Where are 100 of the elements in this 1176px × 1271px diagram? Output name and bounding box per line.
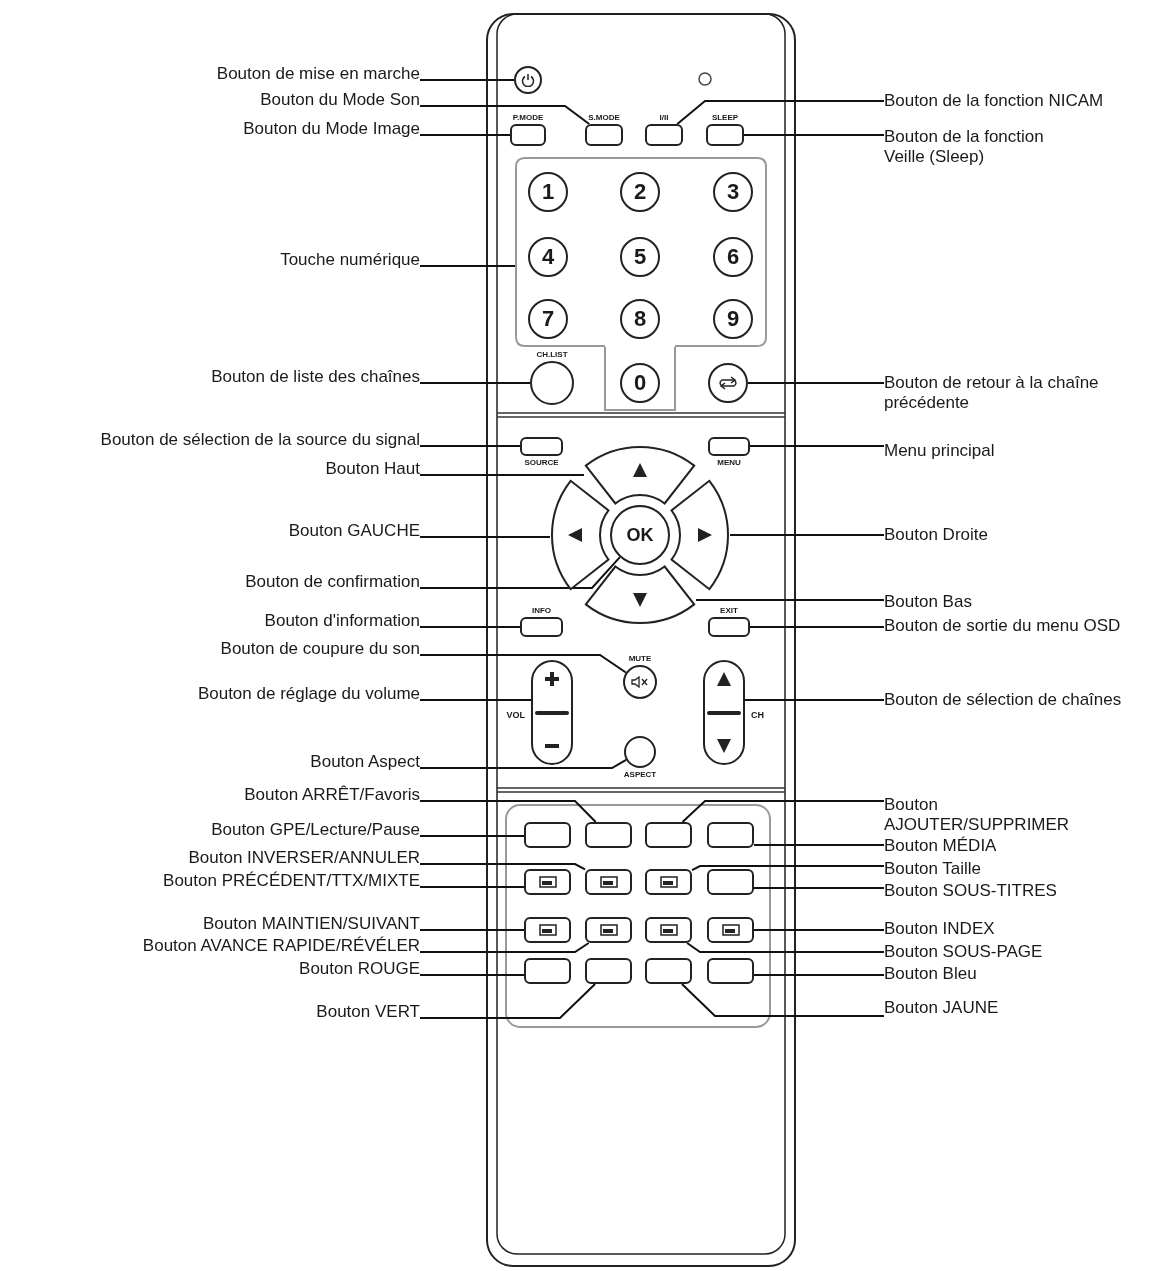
callout-label: Bouton ROUGE <box>299 959 420 979</box>
key-button <box>707 958 754 984</box>
leader-line <box>419 863 586 871</box>
button-label: VOL <box>506 709 525 720</box>
button-label: ASPECT <box>623 770 657 779</box>
leader-line <box>419 654 627 674</box>
button-label: INFO <box>531 606 552 615</box>
key-button <box>707 869 754 895</box>
leader-line <box>419 699 532 701</box>
direction-button <box>670 479 730 591</box>
callout-label: Bouton de liste des chaînes <box>211 367 420 387</box>
direction-button <box>584 565 696 625</box>
leader-line <box>753 887 885 889</box>
leader-line <box>753 929 885 931</box>
leader-line <box>680 983 885 1017</box>
callout-label: Bouton Taille <box>884 859 982 879</box>
leader-line <box>747 382 885 384</box>
leader-line <box>744 699 885 701</box>
callout-label: Bouton PRÉCÉDENT/TTX/MIXTE <box>163 871 420 891</box>
callout-label: Bouton VERT <box>316 1002 420 1022</box>
callout-label: Bouton de retour à la chaîne précédente <box>884 373 1144 413</box>
button-label: MENU <box>717 458 741 467</box>
key-button <box>645 822 692 848</box>
leader-line <box>749 445 885 447</box>
leader-line <box>419 886 525 888</box>
callout-label: Bouton MAINTIEN/SUIVANT <box>203 914 420 934</box>
key-button <box>645 917 692 943</box>
button-label: SOURCE <box>524 458 559 467</box>
callout-label: Bouton de réglage du volume <box>197 684 420 704</box>
leader-line <box>695 599 885 601</box>
callout-label: Bouton du Mode Image <box>243 119 420 139</box>
button-label: CH <box>751 709 764 720</box>
leader-line <box>729 534 885 536</box>
leader-line <box>419 265 516 267</box>
callout-label: Bouton de la fonction NICAM <box>884 91 1104 111</box>
button-label: CH.LIST <box>536 350 568 359</box>
leader-line <box>419 105 591 125</box>
leader-line <box>419 474 585 476</box>
key-button <box>524 822 571 848</box>
callout-label: Menu principal <box>884 441 995 461</box>
key-button <box>707 917 754 943</box>
callout-label: Bouton SOUS-PAGE <box>884 942 1043 962</box>
button-label: EXIT <box>720 606 738 615</box>
leader-line <box>419 445 521 447</box>
callout-label: Bouton AJOUTER/SUPPRIMER <box>884 795 1109 835</box>
key-button <box>524 958 571 984</box>
callout-label: Bouton de mise en marche <box>216 64 420 84</box>
callout-label: Bouton SOUS-TITRES <box>884 881 1057 901</box>
leader-line <box>419 800 597 823</box>
callout-label: Touche numérique <box>280 250 420 270</box>
callout-label: Bouton de sélection de chaînes <box>884 690 1122 710</box>
leader-line <box>419 626 521 628</box>
callout-label: Bouton de coupure du son <box>220 639 420 659</box>
key-button <box>585 822 632 848</box>
key-button <box>524 869 571 895</box>
callout-label: Bouton de confirmation <box>245 572 420 592</box>
keypad-panel <box>515 157 767 347</box>
direction-button <box>550 479 610 591</box>
direction-button <box>584 445 696 505</box>
button-label: P.MODE <box>512 113 544 122</box>
key-button <box>585 917 632 943</box>
callout-label: Bouton Aspect <box>310 752 420 772</box>
callout-label: Bouton ARRÊT/Favoris <box>244 785 420 805</box>
callout-label: Bouton de sortie du menu OSD <box>884 616 1121 636</box>
leader-line <box>419 536 551 538</box>
leader-line <box>743 134 885 136</box>
callout-label: Bouton de sélection de la source du signal <box>100 430 420 450</box>
leader-line <box>419 758 628 769</box>
callout-label: Bouton de la fonction Veille (Sleep) <box>884 127 1084 167</box>
leader-line <box>419 134 511 136</box>
leader-line <box>681 800 885 823</box>
leader-line <box>676 100 885 125</box>
button-label: I/II <box>659 113 669 122</box>
key-button <box>645 869 692 895</box>
button-label: S.MODE <box>588 113 620 122</box>
leader-line <box>419 382 531 384</box>
callout-label: Bouton AVANCE RAPIDE/RÉVÉLER <box>142 936 420 956</box>
callout-label: Bouton du Mode Son <box>260 90 420 110</box>
callout-label: Bouton JAUNE <box>884 998 999 1018</box>
callout-label: Bouton GPE/Lecture/Pause <box>211 820 420 840</box>
key-button <box>524 917 571 943</box>
callout-label: Bouton MÉDIA <box>884 836 997 856</box>
button-label: MUTE <box>628 654 652 663</box>
leader-line <box>749 626 885 628</box>
leader-line <box>753 844 885 846</box>
leader-line <box>419 983 597 1019</box>
leader-line <box>419 835 525 837</box>
callout-label: Bouton Haut <box>325 459 420 479</box>
callout-label: Bouton d'information <box>264 611 420 631</box>
leader-line <box>686 942 885 953</box>
callout-label: Bouton Bleu <box>884 964 977 984</box>
leader-line <box>419 79 515 81</box>
leader-line <box>419 929 525 931</box>
leader-line <box>753 974 885 976</box>
key-button <box>707 822 754 848</box>
leader-line <box>691 865 885 872</box>
callout-label: Bouton INDEX <box>884 919 995 939</box>
callout-label: Bouton Droite <box>884 525 988 545</box>
leader-line <box>419 942 590 953</box>
callout-label: Bouton Bas <box>884 592 972 612</box>
